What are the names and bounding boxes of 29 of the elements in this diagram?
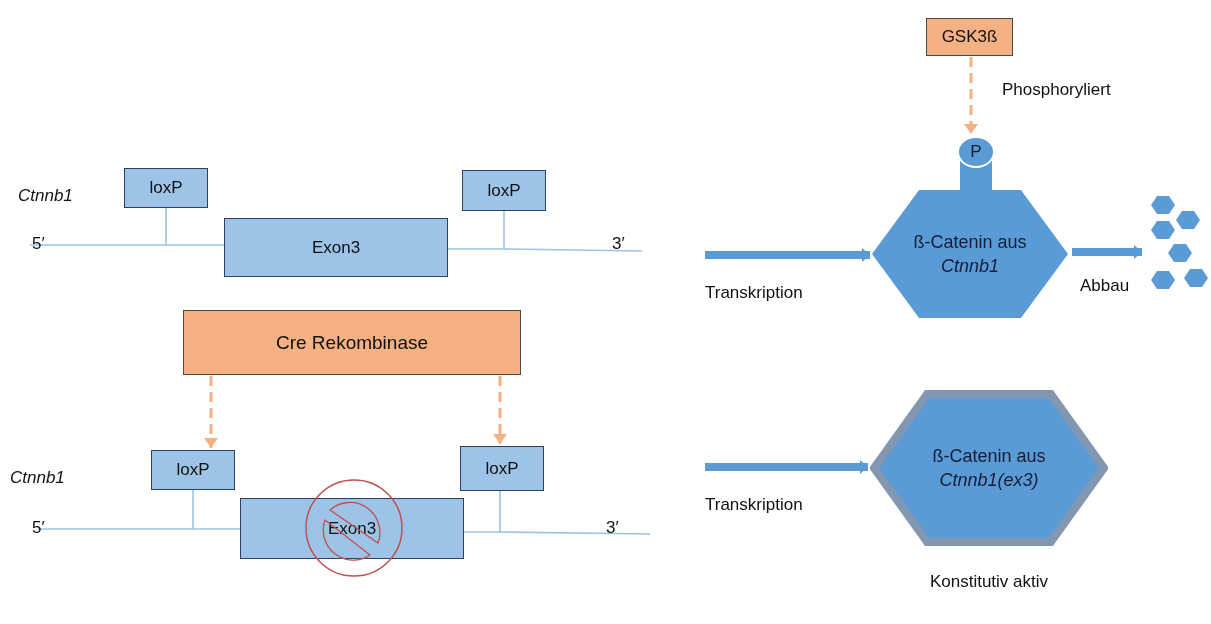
connector-line: [463, 490, 501, 533]
edge-label: Transkription: [703, 495, 805, 515]
gene-name: Ctnnb1: [10, 468, 65, 488]
strand-end-label: 5′: [32, 234, 45, 254]
arrow: [204, 376, 218, 448]
node-label: ß-Catenin aus Ctnnb1(ex3): [931, 444, 1047, 492]
phosphate-circle: P: [957, 136, 995, 168]
connector-line: [165, 207, 225, 246]
strand-end-label: 3′: [606, 518, 619, 538]
protein-hexagon: [870, 390, 1108, 546]
connector-line: [192, 489, 241, 530]
arrow: [493, 376, 507, 444]
gene-box: loxP: [151, 450, 235, 490]
gene-box: loxP: [462, 170, 546, 211]
gene-box: loxP: [124, 168, 208, 208]
protein-hexagon: [872, 190, 1068, 318]
strand-end-label: 3′: [612, 234, 625, 254]
gene-box: loxP: [460, 446, 544, 491]
enzyme-box: GSK3ß: [926, 18, 1013, 56]
arrow: [964, 57, 978, 134]
edge-label: Phosphoryliert: [1000, 80, 1113, 100]
edge-label: Transkription: [703, 283, 805, 303]
connector-line: [447, 210, 505, 250]
enzyme-box: Cre Rekombinase: [183, 310, 521, 375]
node-caption: Konstitutiv aktiv: [929, 572, 1049, 592]
strand-end-label: 5′: [32, 518, 45, 538]
gene-box: Exon3: [224, 218, 448, 277]
gene-name: Ctnnb1: [18, 186, 73, 206]
node-label: ß-Catenin aus Ctnnb1: [912, 230, 1028, 278]
